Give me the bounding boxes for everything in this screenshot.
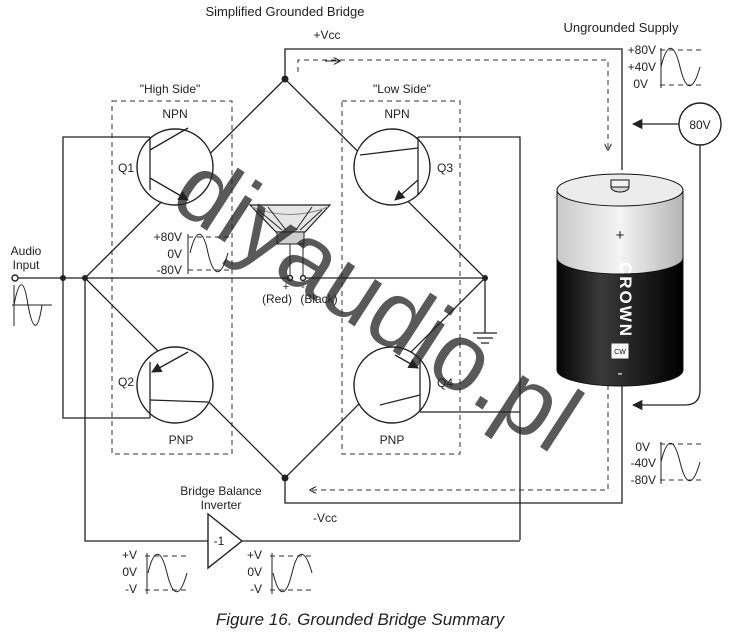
source-80v-label: 80V — [689, 118, 710, 132]
supply-bottom-wave-mid: -40V — [631, 456, 656, 470]
audio-input-line1: Audio — [11, 244, 42, 258]
q2-type: PNP — [169, 433, 194, 447]
vcc-label: +Vcc — [313, 28, 340, 42]
q4-type: PNP — [380, 433, 405, 447]
inverter-out-waveform — [270, 553, 315, 594]
q3-transistor — [353, 128, 521, 540]
battery-badge — [611, 343, 629, 359]
high-side-label: "High Side" — [140, 82, 201, 96]
ground-icon — [473, 278, 497, 344]
q4-transistor — [353, 346, 520, 424]
speaker-wave-top: +80V — [154, 230, 182, 244]
battery-plus: + — [616, 227, 625, 244]
supply-bottom-waveform — [660, 442, 704, 484]
audio-input-line2: Input — [13, 258, 40, 272]
q1-transistor — [136, 127, 214, 206]
speaker-plus-terminal[interactable] — [286, 274, 294, 282]
positive-rail-wire — [284, 48, 623, 170]
low-side-label: "Low Side" — [373, 82, 431, 96]
speaker-wave-mid: 0V — [167, 247, 182, 261]
supply-top-wave-mid: +40V — [628, 60, 656, 74]
speaker-minus: - — [301, 281, 305, 293]
inverter-out-wave-mid: 0V — [247, 565, 262, 579]
inverter-label-line2: Inverter — [201, 498, 242, 512]
audio-input-wave — [12, 284, 52, 326]
battery-badge-text: CW — [614, 349, 626, 356]
inverter-out-wave-bot: -V — [250, 582, 262, 596]
speaker-icon — [248, 204, 332, 275]
q2-label: Q2 — [118, 375, 134, 389]
audio-input-terminal[interactable] — [11, 274, 19, 282]
inverter-in-waveform — [145, 553, 190, 594]
inverter-in-wave-bot: -V — [125, 582, 137, 596]
q3-label: Q3 — [437, 161, 453, 175]
supply-top-wave-bot: 0V — [633, 77, 648, 91]
current-flow-top — [297, 59, 608, 150]
figure-caption: Figure 16. Grounded Bridge Summary — [216, 610, 506, 629]
inverter-gain: -1 — [214, 534, 225, 548]
q1-base-wire — [62, 136, 150, 278]
supply-bottom-wave-bot: -80V — [631, 473, 656, 487]
q2-base-wire — [62, 278, 150, 419]
inverter-in-wave-mid: 0V — [122, 565, 137, 579]
speaker-wave-bot: -80V — [157, 263, 182, 277]
speaker-plus: + — [283, 281, 289, 293]
q4-label: Q4 — [437, 376, 453, 390]
speaker-waveform — [187, 233, 232, 274]
neg-vcc-label: -Vcc — [313, 511, 337, 525]
supply-top-waveform — [660, 47, 704, 88]
q1-label: Q1 — [118, 161, 134, 175]
q3-type: NPN — [384, 107, 409, 121]
inverter-out-wave-top: +V — [247, 548, 262, 562]
battery-minus: - — [618, 365, 623, 382]
speaker-minus-terminal[interactable] — [299, 274, 307, 282]
negative-rail-wire — [284, 380, 623, 504]
inverter-input-wire — [84, 278, 208, 542]
battery-brand: CROWN — [616, 262, 635, 338]
supply-bottom-wave-top: 0V — [635, 440, 650, 454]
supply-top-wave-top: +80V — [628, 43, 656, 57]
q2-transistor — [136, 346, 214, 424]
diagram-title: Simplified Grounded Bridge — [206, 4, 365, 19]
speaker-red-label: (Red) — [262, 292, 292, 306]
source-to-bottom-arrow — [631, 145, 701, 411]
battery-icon — [556, 173, 684, 387]
q1-type: NPN — [162, 107, 187, 121]
inverter-label-line1: Bridge Balance — [180, 484, 262, 498]
supply-title: Ungrounded Supply — [564, 20, 679, 35]
inverter-in-wave-top: +V — [122, 548, 137, 562]
speaker-black-label: (Black) — [300, 292, 337, 306]
